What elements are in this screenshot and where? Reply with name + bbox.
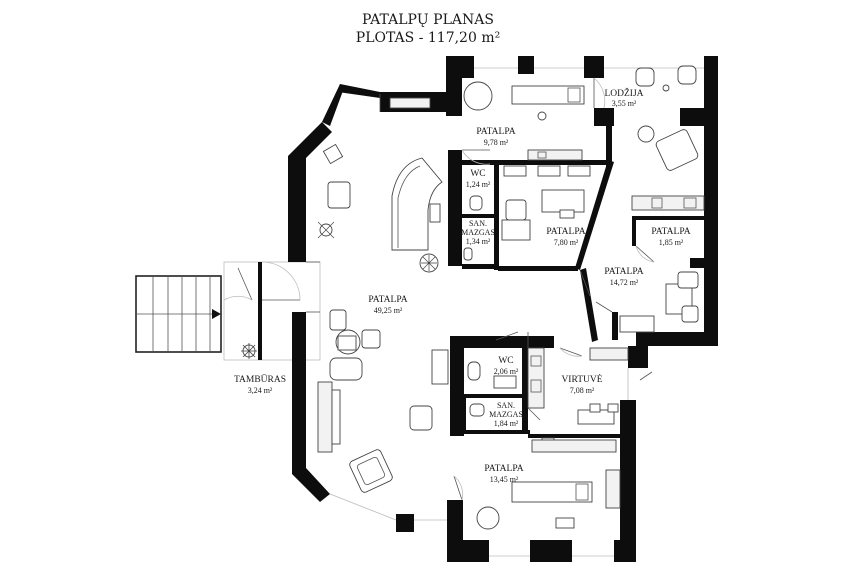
- svg-text:PATALPA: PATALPA: [484, 464, 523, 474]
- svg-text:VIRTUVĖ: VIRTUVĖ: [561, 373, 602, 385]
- svg-text:14,72 m²: 14,72 m²: [610, 278, 639, 287]
- entrance-stairs: [135, 275, 222, 353]
- plan-title: PATALPŲ PLANAS: [362, 12, 494, 28]
- room-label-patalpa-780: PATALPA 7,80 m²: [546, 227, 585, 247]
- inner-walls: [448, 108, 704, 438]
- svg-text:7,80 m²: 7,80 m²: [554, 238, 579, 247]
- svg-text:LODŽIJA: LODŽIJA: [604, 87, 643, 99]
- svg-text:2,06 m²: 2,06 m²: [494, 367, 519, 376]
- doors: [453, 77, 655, 501]
- room-label-patalpa-978: PATALPA 9,78 m²: [476, 127, 515, 147]
- svg-text:49,25 m²: 49,25 m²: [374, 306, 403, 315]
- room-label-patalpa-4925: PATALPA 49,25 m²: [368, 295, 407, 315]
- room-label-lodzija: LODŽIJA 3,55 m²: [604, 87, 643, 108]
- svg-text:TAMBŪRAS: TAMBŪRAS: [234, 373, 286, 385]
- furniture: [317, 65, 705, 530]
- room-label-patalpa-185: PATALPA 1,85 m²: [651, 227, 690, 247]
- outer-walls: [288, 56, 718, 562]
- svg-text:1,85 m²: 1,85 m²: [659, 238, 684, 247]
- svg-text:1,84 m²: 1,84 m²: [494, 419, 519, 428]
- room-label-tamburas: TAMBŪRAS 3,24 m²: [234, 373, 286, 395]
- room-label-wc-206: WC 2,06 m²: [494, 356, 519, 376]
- svg-text:WC: WC: [498, 356, 513, 366]
- svg-text:3,24 m²: 3,24 m²: [248, 386, 273, 395]
- room-label-patalpa-1345: PATALPA 13,45 m²: [484, 464, 523, 484]
- svg-text:MAZGAS: MAZGAS: [489, 410, 523, 419]
- svg-text:1,34 m²: 1,34 m²: [466, 237, 491, 246]
- room-label-san-184: SAN. MAZGAS 1,84 m²: [489, 401, 523, 428]
- plant-icon: [241, 343, 257, 359]
- svg-text:13,45 m²: 13,45 m²: [490, 475, 519, 484]
- room-label-san-134: SAN. MAZGAS 1,34 m²: [461, 219, 495, 246]
- svg-text:PATALPA: PATALPA: [368, 295, 407, 305]
- room-label-wc-124: WC 1,24 m²: [466, 169, 491, 189]
- svg-text:1,24 m²: 1,24 m²: [466, 180, 491, 189]
- room-label-virtuve: VIRTUVĖ 7,08 m²: [561, 373, 602, 395]
- svg-text:7,08 m²: 7,08 m²: [570, 386, 595, 395]
- svg-text:3,55 m²: 3,55 m²: [612, 99, 637, 108]
- svg-text:SAN.: SAN.: [469, 219, 487, 228]
- svg-text:SAN.: SAN.: [497, 401, 515, 410]
- svg-text:PATALPA: PATALPA: [604, 267, 643, 277]
- svg-text:MAZGAS: MAZGAS: [461, 228, 495, 237]
- svg-text:9,78 m²: 9,78 m²: [484, 138, 509, 147]
- svg-text:PATALPA: PATALPA: [476, 127, 515, 137]
- vestibule: [223, 261, 321, 361]
- svg-text:WC: WC: [470, 169, 485, 179]
- svg-text:PATALPA: PATALPA: [651, 227, 690, 237]
- plan-area: PLOTAS - 117,20 m²: [356, 30, 500, 46]
- svg-text:PATALPA: PATALPA: [546, 227, 585, 237]
- room-label-patalpa-1472: PATALPA 14,72 m²: [604, 267, 643, 287]
